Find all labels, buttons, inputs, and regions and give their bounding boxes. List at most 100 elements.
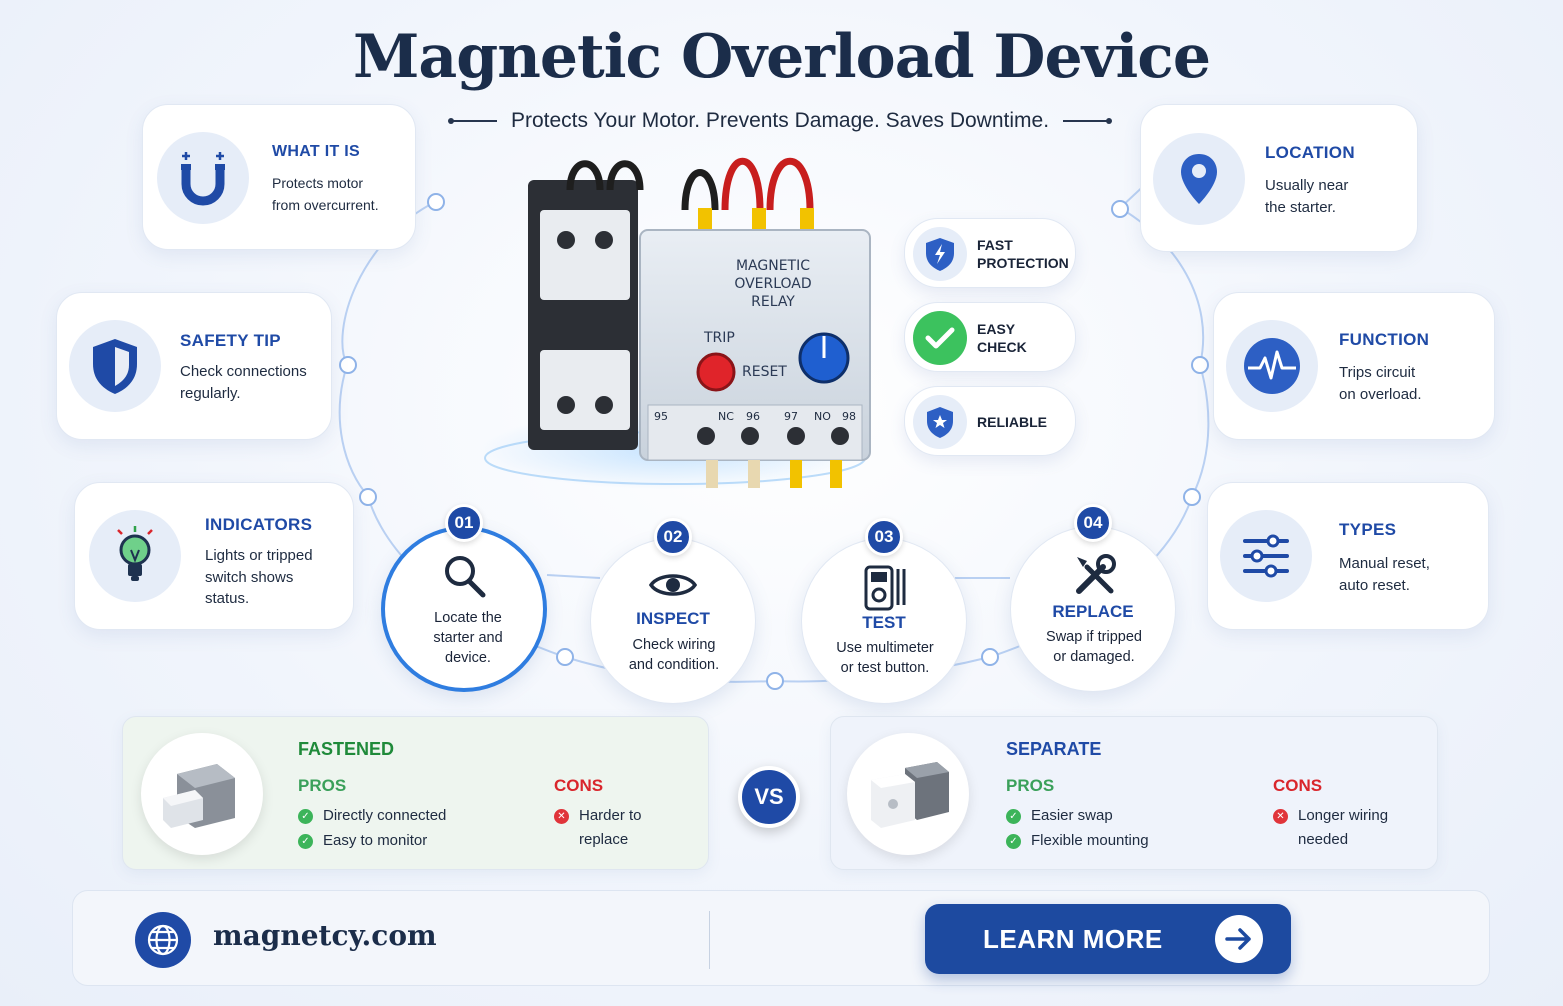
learn-more-button[interactable]: LEARN MORE <box>925 904 1291 974</box>
step-text-line: Use multimeter <box>836 640 934 656</box>
step-text-line: device. <box>445 650 491 666</box>
connector-dot <box>427 193 445 211</box>
card-title: LOCATION <box>1265 143 1355 162</box>
relay-label-line: MAGNETIC <box>736 258 810 274</box>
check-icon: ✓ <box>1006 834 1021 849</box>
step-locate[interactable]: Locate the starter and device. <box>381 526 547 692</box>
pros-label: PROS <box>298 776 347 795</box>
pro-item: ✓Easy to monitor <box>298 829 427 853</box>
footer-bar: magnetcy.com LEARN MORE <box>72 890 1490 986</box>
lightbulb-icon <box>89 510 181 602</box>
step-text-line: or test button. <box>840 660 930 676</box>
step-text-line: starter and <box>433 630 503 646</box>
learn-more-label: LEARN MORE <box>983 924 1163 954</box>
globe-icon <box>135 912 191 968</box>
connector-dot <box>1111 200 1129 218</box>
feature-label: EASY CHECK <box>977 320 1027 356</box>
card-what-it-is: WHAT IT IS Protects motor from overcurre… <box>142 104 416 250</box>
step-number: 02 <box>654 518 692 556</box>
card-text-line: Check connections <box>180 363 307 380</box>
card-indicators: INDICATORS Lights or tripped switch show… <box>74 482 354 630</box>
step-number: 03 <box>865 518 903 556</box>
card-text-line: regularly. <box>180 385 241 402</box>
step-text-line: Swap if tripped <box>1046 629 1142 645</box>
feature-label-line: CHECK <box>977 339 1027 355</box>
feature-pill-fast-protection: FAST PROTECTION <box>904 218 1076 288</box>
trip-label: TRIP <box>703 330 735 346</box>
card-text: Trips circuit on overload. <box>1339 362 1422 406</box>
connector-dot <box>359 488 377 506</box>
connector-dot <box>339 356 357 374</box>
subtitle-rule-right <box>1063 118 1113 124</box>
card-location: LOCATION Usually near the starter. <box>1140 104 1418 252</box>
terminal-label: NO <box>814 410 831 423</box>
panel-title: SEPARATE <box>1006 739 1102 759</box>
website-link[interactable]: magnetcy.com <box>213 919 437 952</box>
card-title: WHAT IT IS <box>272 143 361 160</box>
step-text: Use multimeter or test button. <box>812 638 958 678</box>
card-text-line: status. <box>205 590 250 607</box>
x-icon: ✕ <box>554 809 569 824</box>
pro-text: Easy to monitor <box>323 832 428 849</box>
feature-label-line: EASY <box>977 321 1016 337</box>
step-text-line: Check wiring <box>632 637 716 653</box>
magnifier-icon <box>441 552 489 603</box>
cons-label: CONS <box>554 776 604 795</box>
feature-label-line: PROTECTION <box>977 255 1069 271</box>
card-text-line: Usually near <box>1265 177 1349 194</box>
con-text-line: Harder to <box>579 807 642 824</box>
separate-relay-image <box>847 733 969 855</box>
step-title: INSPECT <box>636 609 710 628</box>
step-title: REPLACE <box>1052 602 1134 621</box>
panel-separate: SEPARATE PROS ✓Easier swap ✓Flexible mou… <box>830 716 1438 870</box>
pro-item: ✓ Easier swap <box>1006 804 1113 828</box>
vs-badge: VS <box>738 766 800 828</box>
step-text-line: and condition. <box>628 657 720 673</box>
connector-dot <box>1183 488 1201 506</box>
check-icon <box>913 311 967 365</box>
card-text: Protects motor from overcurrent. <box>272 172 379 216</box>
step-title: TEST <box>862 613 906 632</box>
card-function: FUNCTION Trips circuit on overload. <box>1213 292 1495 440</box>
step-replace[interactable]: REPLACE Swap if tripped or damaged. <box>1010 526 1176 692</box>
card-title: INDICATORS <box>205 515 313 534</box>
card-text: Check connections regularly. <box>180 361 307 405</box>
check-icon: ✓ <box>298 809 313 824</box>
feature-label-line: FAST <box>977 237 1013 253</box>
card-text: Usually near the starter. <box>1265 175 1348 219</box>
step-text-line: or damaged. <box>1053 649 1135 665</box>
pro-text: Directly connected <box>323 807 447 824</box>
step-inspect[interactable]: INSPECT Check wiring and condition. <box>590 538 756 704</box>
page-title: Magnetic Overload Device <box>353 22 1211 92</box>
terminal-label: 95 <box>654 410 668 423</box>
pros-label: PROS <box>1006 776 1055 795</box>
feature-pill-easy-check: EASY CHECK <box>904 302 1076 372</box>
step-text: Check wiring and condition. <box>601 635 747 675</box>
shield-icon <box>69 320 161 412</box>
card-text-line: from overcurrent. <box>272 197 379 213</box>
terminal-label: NC <box>718 410 734 423</box>
pro-text: Easier swap <box>1031 807 1113 824</box>
subtitle-rule-left <box>447 118 497 124</box>
connector-dot <box>766 672 784 690</box>
x-icon: ✕ <box>1273 809 1288 824</box>
step-text: Locate the starter and device. <box>395 608 541 668</box>
step-test[interactable]: TEST Use multimeter or test button. <box>801 538 967 704</box>
relay-label-line: RELAY <box>751 294 795 310</box>
con-text-line: needed <box>1298 831 1349 848</box>
step-number: 01 <box>445 504 483 542</box>
pulse-icon <box>1226 320 1318 412</box>
feature-pill-reliable: RELIABLE <box>904 386 1076 456</box>
cons-label: CONS <box>1273 776 1323 795</box>
connector-dot <box>981 648 999 666</box>
card-text-line: Lights or tripped <box>205 547 313 564</box>
footer-divider <box>709 911 710 969</box>
reset-label: RESET <box>742 364 787 380</box>
connector-dot <box>1191 356 1209 374</box>
card-text: Manual reset, auto reset. <box>1339 553 1430 597</box>
check-icon: ✓ <box>1006 809 1021 824</box>
